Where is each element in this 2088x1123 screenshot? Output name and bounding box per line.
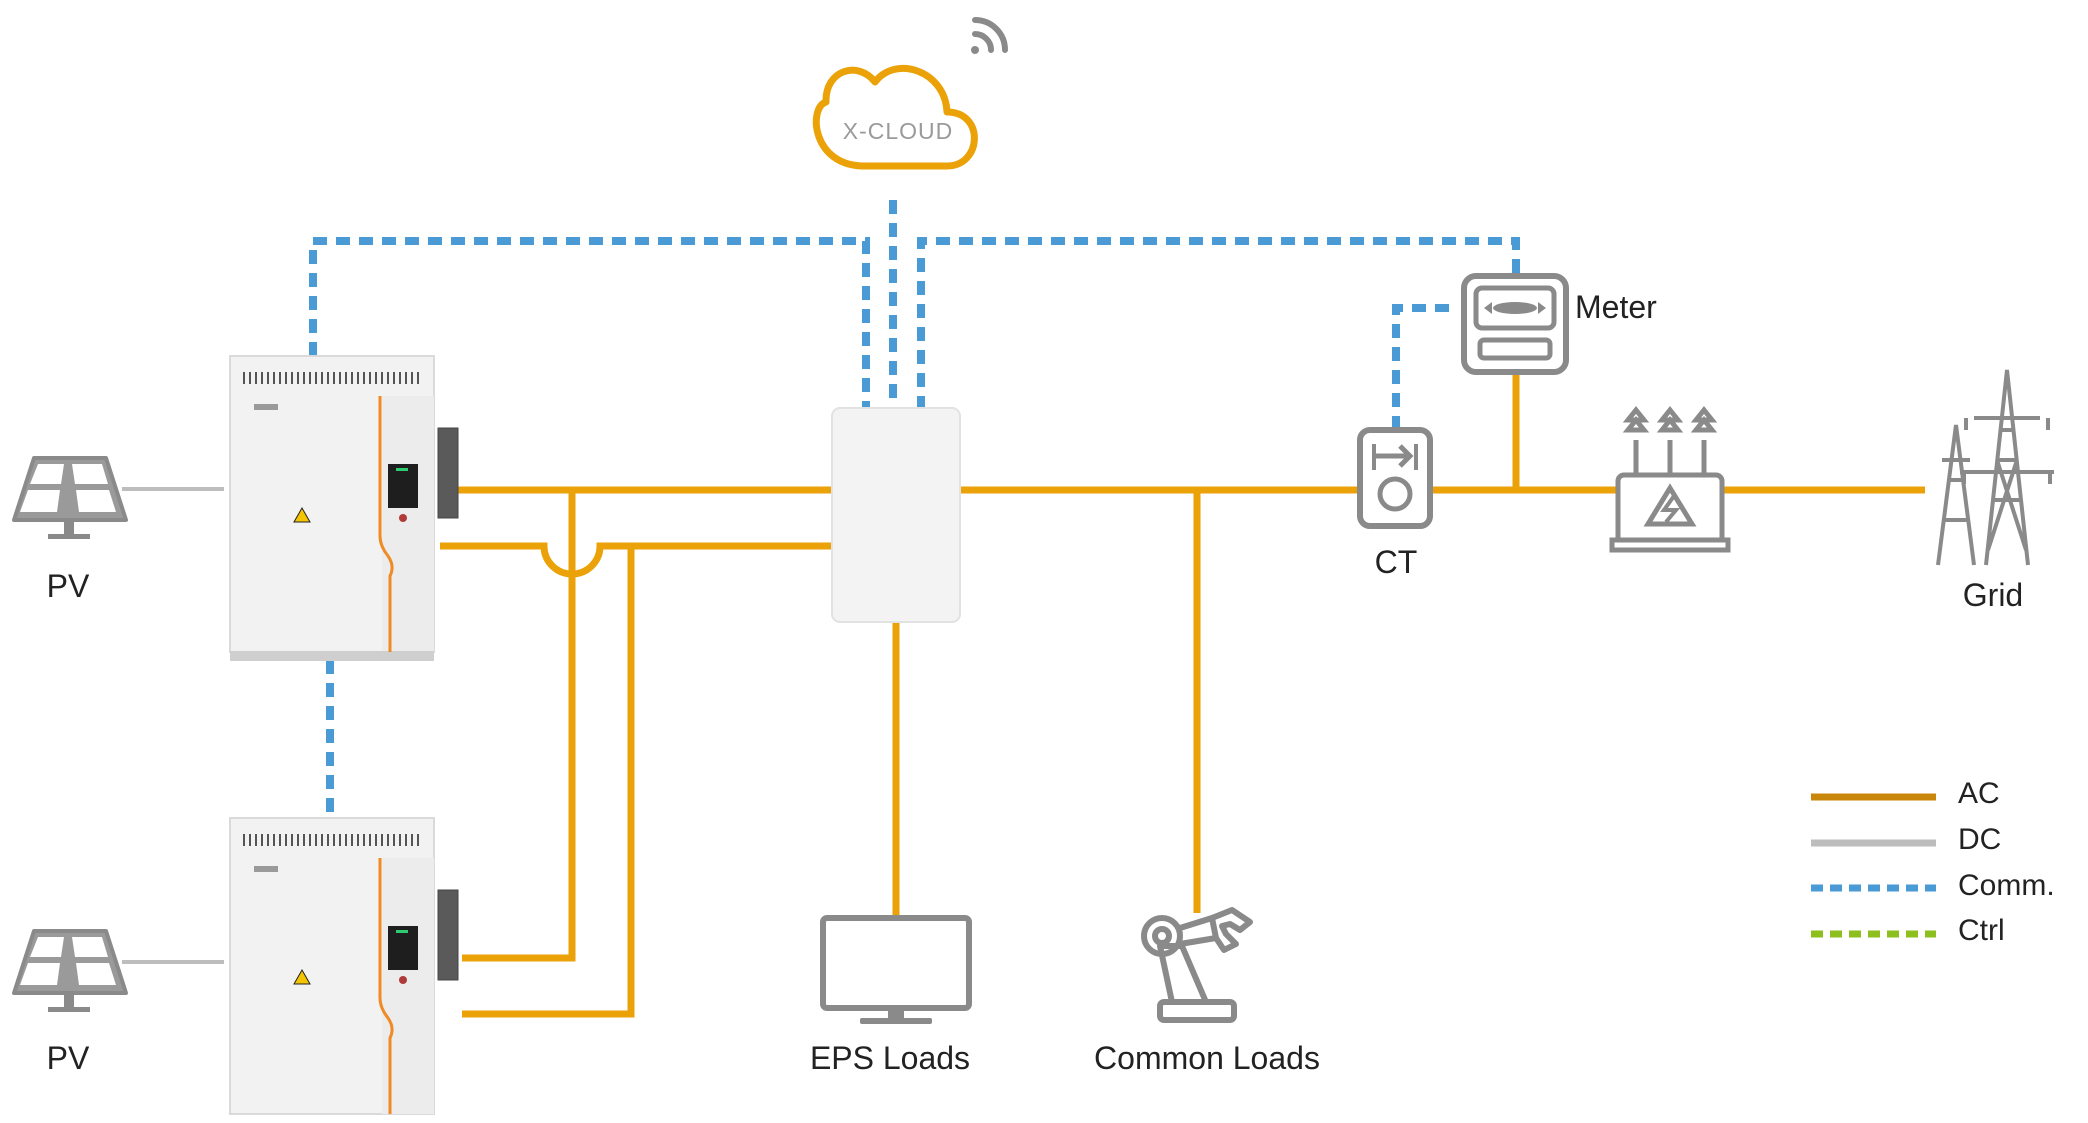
common-loads-label: Common Loads [1094,1040,1320,1076]
legend-item-ac: AC [1811,777,2000,810]
pv-label-bottom: PV [47,1040,90,1076]
inverter-icon[interactable] [229,355,459,661]
dc-lines [122,487,224,964]
comm-lines [309,200,1520,818]
legend: AC DC Comm. Ctrl [1811,777,2055,947]
pv-label-top: PV [47,568,90,604]
inverter-icon[interactable] [229,817,459,1115]
cloud-icon[interactable]: X-CLOUD [812,64,978,170]
meter-icon[interactable] [1461,273,1569,375]
transmission-tower-icon [1936,369,2054,566]
legend-label-ctrl: Ctrl [1958,914,2005,947]
switch-box-icon[interactable] [831,407,961,623]
transformer-icon [1609,405,1731,553]
legend-label-dc: DC [1958,823,2001,856]
solar-panel-icon [12,929,128,1012]
solar-panel-icon [12,456,128,539]
wifi-icon [971,17,1008,54]
ac-drop-b [462,546,635,1018]
meter-label: Meter [1575,289,1657,325]
legend-label-comm: Comm. [1958,869,2055,902]
ac-drop-a [462,490,576,962]
cloud-label: X-CLOUD [843,118,954,144]
legend-item-dc: DC [1811,823,2001,856]
comm-line-meter [917,237,1520,410]
ct-label: CT [1375,544,1418,580]
robot-arm-icon [1141,907,1253,1023]
monitor-icon [820,915,972,1024]
legend-item-ctrl: Ctrl [1811,914,2005,947]
eps-loads-label: EPS Loads [810,1040,970,1076]
ac-lines [440,373,1925,1018]
grid-label: Grid [1963,577,2023,613]
legend-label-ac: AC [1958,777,2000,810]
ac-branch-lower [440,542,832,578]
ct-icon[interactable] [1357,427,1433,529]
legend-item-comm: Comm. [1811,869,2055,902]
comm-line-ct [1392,304,1458,430]
comm-line-inverter-top [309,237,870,410]
